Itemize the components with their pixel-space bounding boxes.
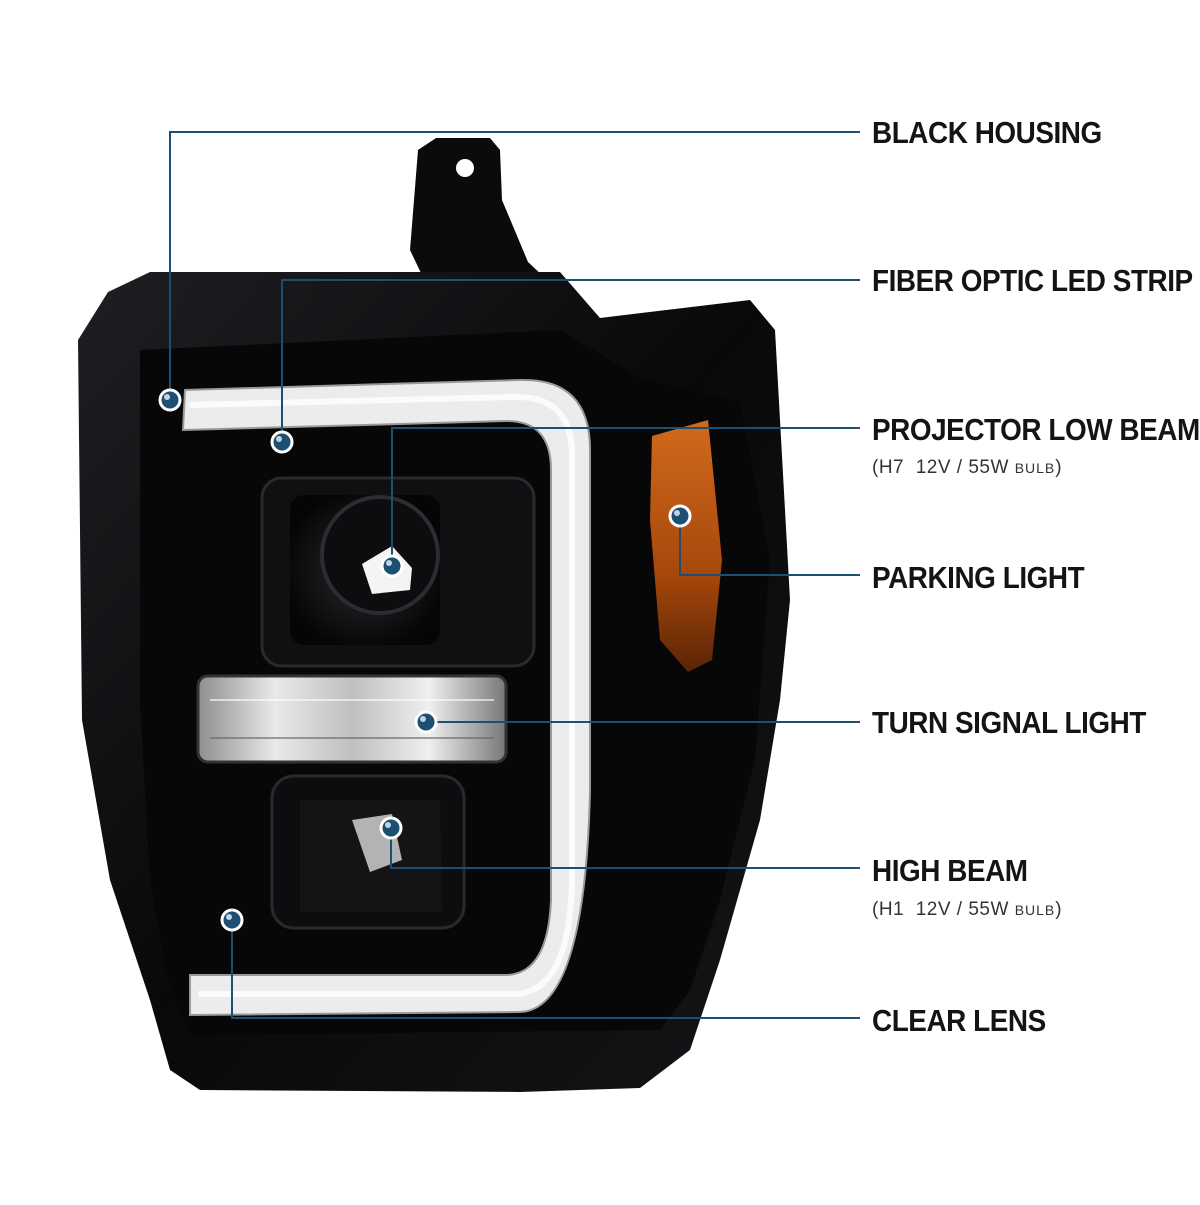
marker-highlight-parking-light	[674, 510, 680, 516]
leader-line-fiber-optic-led-strip	[281, 279, 860, 442]
spec-low-beam-rating: 12V / 55W	[915, 457, 1009, 478]
marker-highlight-clear-lens	[226, 914, 232, 920]
marker-dot-high-beam	[379, 816, 403, 840]
mounting-tab	[410, 138, 560, 292]
label-high-beam: HIGH BEAM	[872, 853, 1028, 888]
spec-high-beam-rating: 12V / 55W	[915, 899, 1009, 920]
label-projector-low-beam: PROJECTOR LOW BEAM	[872, 412, 1200, 447]
amber-reflector	[650, 420, 722, 672]
mounting-hole	[456, 159, 474, 177]
marker-highlight-projector-low-beam	[386, 560, 392, 566]
marker-dot-parking-light	[668, 504, 692, 528]
marker-dot-projector-low-beam	[380, 554, 404, 578]
led-strip	[181, 378, 591, 1017]
marker-highlight-high-beam	[385, 822, 391, 828]
marker-dot-turn-signal-light	[414, 710, 438, 734]
spec-high-beam: (H1 12V / 55W BULB)	[872, 899, 1063, 920]
leader-line-clear-lens	[231, 920, 860, 1019]
marker-dot-clear-lens	[220, 908, 244, 932]
marker-highlight-turn-signal-light	[420, 716, 426, 722]
label-fiber-optic-led-strip: FIBER OPTIC LED STRIP	[872, 263, 1193, 298]
label-black-housing: BLACK HOUSING	[872, 115, 1102, 150]
label-parking-light: PARKING LIGHT	[872, 560, 1085, 595]
label-clear-lens: CLEAR LENS	[872, 1003, 1046, 1038]
leader-line-parking-light	[679, 516, 860, 576]
led-strip-glow	[189, 393, 575, 997]
leader-line-black-housing	[169, 131, 860, 400]
marker-highlight-black-housing	[164, 394, 170, 400]
marker-highlight-fiber-optic-led-strip	[276, 436, 282, 442]
spec-low-beam-bulb: H7	[878, 457, 905, 478]
label-turn-signal-light: TURN SIGNAL LIGHT	[872, 705, 1146, 740]
spec-high-beam-suffix: BULB	[1014, 902, 1056, 918]
spec-high-beam-bulb: H1	[878, 899, 905, 920]
callout-lines	[158, 131, 860, 1019]
marker-dot-black-housing	[158, 388, 182, 412]
marker-dot-fiber-optic-led-strip	[270, 430, 294, 454]
spec-low-beam-suffix: BULB	[1014, 460, 1056, 476]
turn-signal-lens	[196, 674, 508, 764]
leader-line-high-beam	[390, 828, 860, 869]
spec-projector-low-beam: (H7 12V / 55W BULB)	[872, 457, 1063, 478]
leader-line-projector-low-beam	[391, 427, 860, 566]
